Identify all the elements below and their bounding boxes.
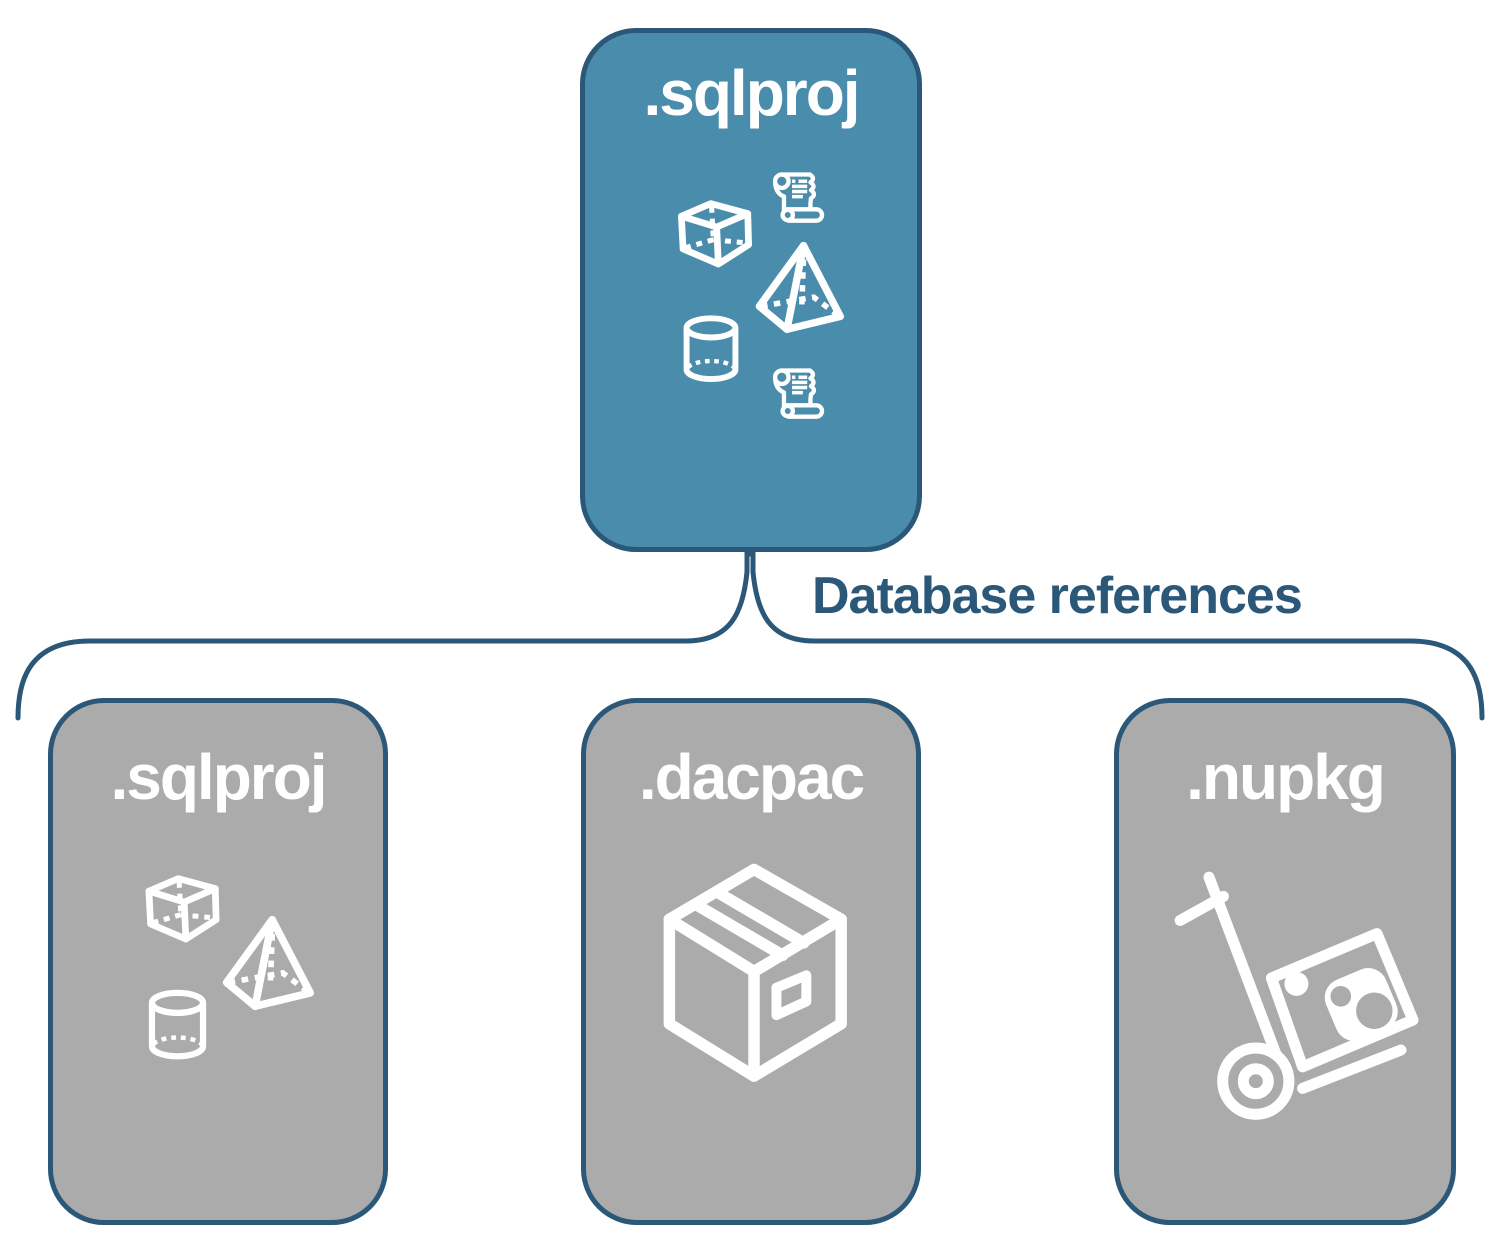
- sql-script-scroll-icon: [771, 366, 825, 422]
- database-cylinder-icon: [678, 311, 744, 391]
- pyramid-icon: [748, 241, 848, 333]
- pyramid-icon: [216, 915, 317, 1010]
- cube-icon: [140, 871, 225, 955]
- package-box-icon: [637, 843, 886, 1125]
- sql-script-scroll-icon: [771, 171, 825, 225]
- child-node-dacpac: .dacpac: [581, 698, 921, 1225]
- child-node-label: .dacpac: [638, 741, 865, 813]
- root-node-sqlproj: .sqlproj: [580, 28, 922, 552]
- database-cylinder-icon: [143, 986, 212, 1068]
- child-node-nupkg: .nupkg: [1114, 698, 1456, 1225]
- root-node-label: .sqlproj: [643, 57, 860, 129]
- cube-icon: [673, 196, 757, 280]
- child-node-label: .nupkg: [1186, 741, 1386, 813]
- nuget-hand-truck-icon: [1173, 863, 1425, 1129]
- child-node-sqlproj: .sqlproj: [48, 698, 388, 1225]
- child-node-label: .sqlproj: [110, 741, 327, 813]
- connector-label: Database references: [812, 567, 1303, 625]
